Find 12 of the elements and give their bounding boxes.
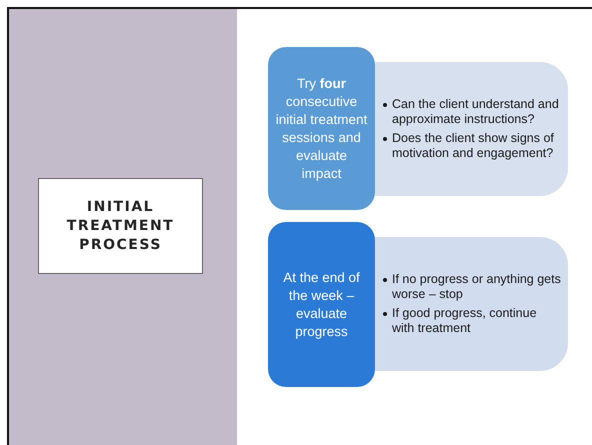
bullet-text: If good progress, continue with treatment (392, 306, 538, 336)
step-box (268, 47, 375, 210)
bullet-text: Can the client understand and approximate instructions? (392, 97, 560, 127)
step-text: At the end of the week – evaluate progress (282, 268, 361, 340)
detail-box (375, 62, 568, 196)
bullet-text: If no progress or anything gets worse – stop (392, 272, 562, 302)
step-text: Try four consecutive initial treatment sessions and evaluate impact (276, 74, 368, 182)
title-text: INITIAL TREATMENT PROCESS (66, 198, 176, 254)
step-box (268, 222, 375, 387)
bullet-text: Does the client show signs of motivation and engagement? (392, 131, 555, 161)
detail-box (375, 237, 568, 371)
title-box (38, 178, 203, 274)
